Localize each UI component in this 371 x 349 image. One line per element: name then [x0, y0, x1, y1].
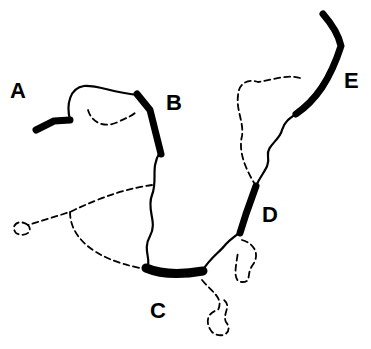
route-section	[36, 120, 70, 130]
route-section	[296, 14, 341, 114]
point-label: E	[344, 70, 359, 92]
route-line	[256, 114, 296, 186]
point-label: A	[10, 80, 26, 102]
route-section	[240, 186, 256, 233]
route-section	[146, 268, 203, 273]
alternative-route	[236, 240, 257, 282]
point-label: C	[150, 300, 166, 322]
alternative-route	[238, 77, 300, 186]
alternative-route	[70, 212, 140, 268]
alternative-route	[14, 222, 30, 235]
route-line	[147, 152, 160, 268]
alternative-route	[202, 280, 229, 335]
route-line	[69, 86, 137, 120]
alternative-route	[28, 185, 152, 225]
route-line	[203, 232, 240, 270]
alternative-route	[88, 110, 136, 125]
route-section	[137, 94, 161, 154]
point-label: D	[262, 204, 278, 226]
point-label: B	[166, 92, 182, 114]
